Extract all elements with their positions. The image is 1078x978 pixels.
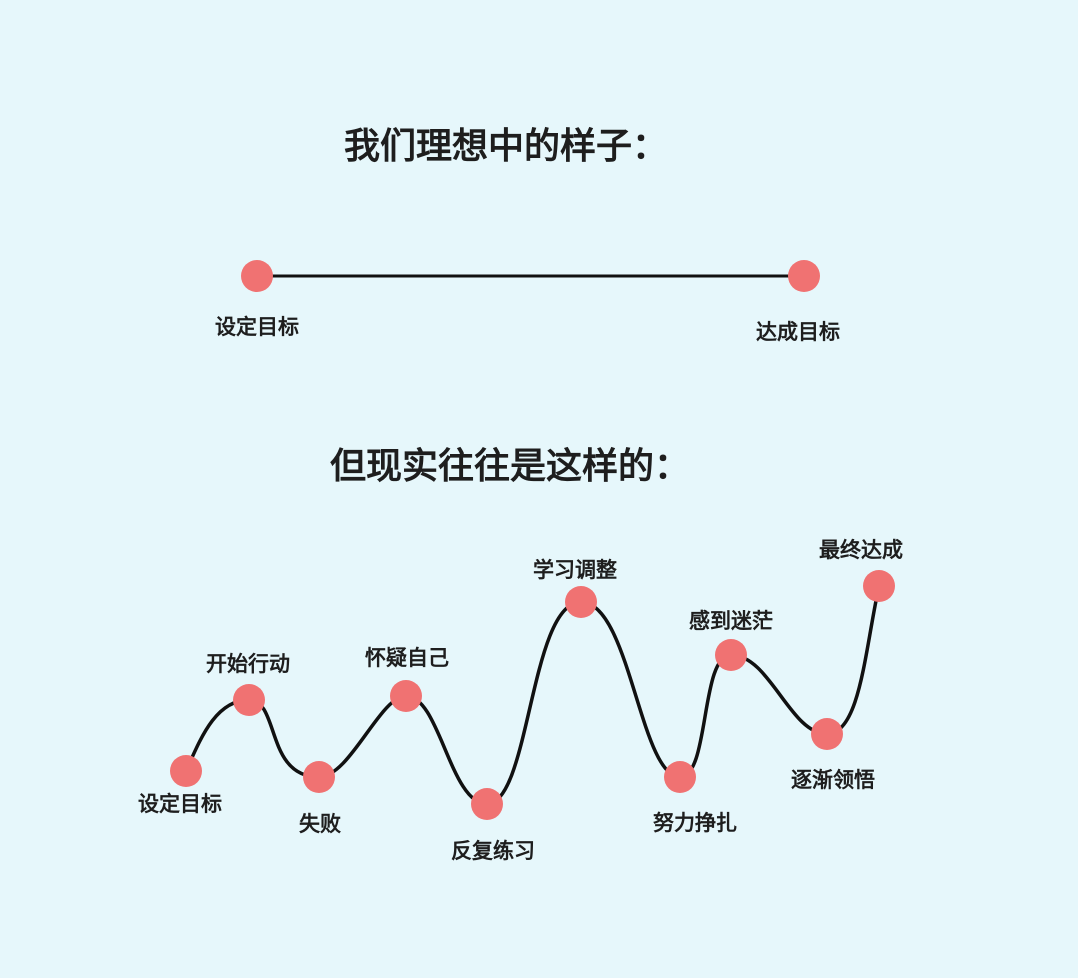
stage-label: 开始行动 xyxy=(206,652,290,676)
stage-label: 逐渐领悟 xyxy=(791,768,875,792)
stage-dot xyxy=(664,761,696,793)
stage-dot xyxy=(303,761,335,793)
ideal-end-dot xyxy=(788,260,820,292)
stage-dot xyxy=(863,570,895,602)
stage-dot xyxy=(390,680,422,712)
ideal-title: 我们理想中的样子： xyxy=(344,126,668,167)
stage-dot xyxy=(471,788,503,820)
stage-dot xyxy=(233,684,265,716)
stage-dot xyxy=(170,755,202,787)
stage-label: 失败 xyxy=(299,812,341,836)
stage-label: 感到迷茫 xyxy=(689,609,773,633)
stage-label: 怀疑自己 xyxy=(365,646,449,670)
stage-label: 学习调整 xyxy=(533,558,617,582)
stage-dot xyxy=(811,718,843,750)
reality-curve xyxy=(184,585,881,806)
ideal-end-label: 达成目标 xyxy=(756,320,840,344)
ideal-start-dot xyxy=(241,260,273,292)
stage-dot xyxy=(565,586,597,618)
reality-title: 但现实往往是这样的： xyxy=(330,446,690,487)
stage-dot xyxy=(715,639,747,671)
stage-label: 反复练习 xyxy=(451,839,535,863)
stage-label: 最终达成 xyxy=(819,538,903,562)
ideal-start-label: 设定目标 xyxy=(215,315,299,339)
stage-label: 设定目标 xyxy=(138,792,222,816)
stage-label: 努力挣扎 xyxy=(653,811,737,835)
